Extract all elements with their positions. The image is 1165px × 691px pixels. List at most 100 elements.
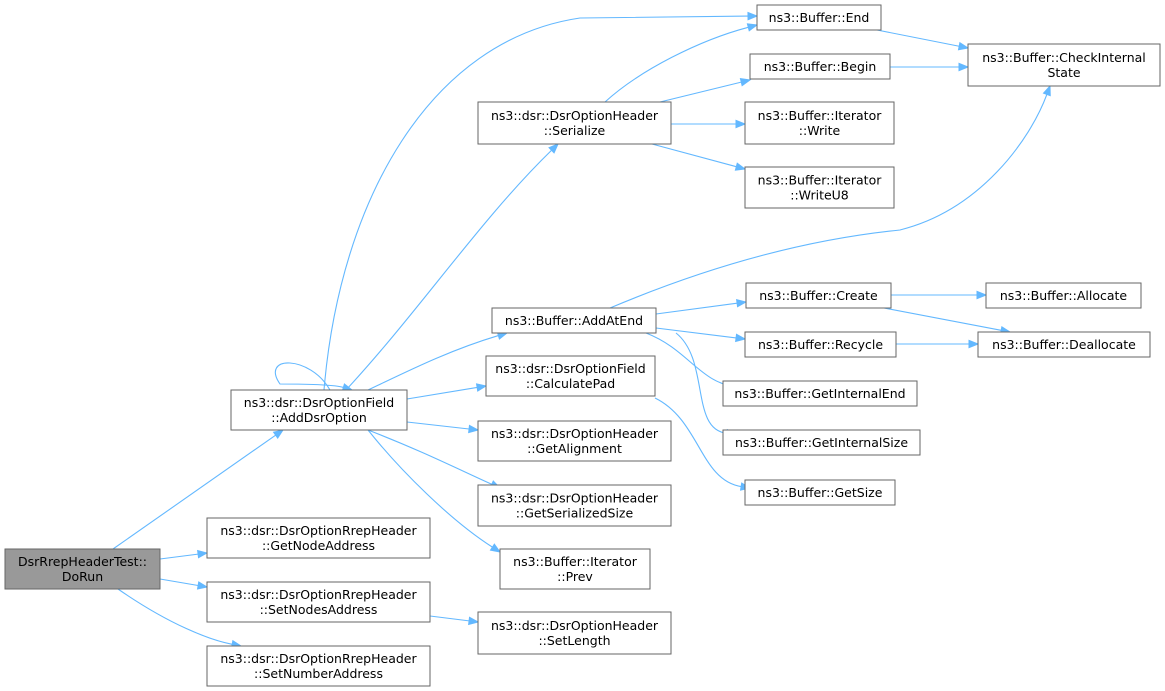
node-box — [230, 389, 408, 431]
node-label: ::SetNodesAddress — [260, 602, 378, 617]
node-getinternalsize[interactable]: ns3::Buffer::GetInternalSize — [722, 429, 921, 456]
node-label: ns3::Buffer::GetInternalSize — [735, 435, 908, 450]
edge-create-to-deallocate — [883, 307, 1012, 335]
edge-recycle-to-deallocate — [896, 339, 980, 349]
node-label: DsrRrepHeaderTest:: — [18, 554, 147, 569]
edge-line — [651, 143, 737, 168]
node-label: DoRun — [62, 569, 103, 584]
edge-arrowhead — [197, 549, 209, 559]
node-box — [977, 331, 1151, 358]
edge-line — [112, 434, 276, 550]
edge-line — [406, 421, 470, 430]
node-box — [477, 484, 672, 527]
node-label: ns3::dsr::DsrOptionHeader — [491, 491, 659, 506]
node-serialize[interactable]: ns3::dsr::DsrOptionHeader::Serialize — [477, 101, 672, 145]
node-addatend[interactable]: ns3::Buffer::AddAtEnd — [491, 307, 657, 334]
node-begin[interactable]: ns3::Buffer::Begin — [749, 53, 891, 80]
edge-serialize-to-iterwriteu8 — [651, 143, 747, 171]
edge-line — [323, 15, 749, 391]
node-box — [206, 645, 431, 687]
node-label: ns3::dsr::DsrOptionHeader — [491, 618, 659, 633]
node-box — [206, 581, 431, 623]
node-setnodesaddress[interactable]: ns3::dsr::DsrOptionRrepHeader::SetNodesA… — [206, 581, 431, 623]
node-label: ns3::Buffer::Recycle — [758, 337, 883, 352]
edge-arrowhead — [739, 78, 752, 87]
node-box — [967, 43, 1161, 87]
node-recycle[interactable]: ns3::Buffer::Recycle — [744, 331, 897, 358]
node-label: ::GetNodeAddress — [262, 538, 375, 553]
edge-serialize-to-end — [604, 23, 759, 103]
edge-addatend-to-checkinternalstate — [609, 84, 1051, 309]
edge-dorun-to-adddsroption — [112, 429, 285, 550]
edge-arrowhead — [734, 162, 747, 171]
edge-arrowhead — [958, 62, 970, 72]
node-box — [491, 307, 657, 334]
node-setlength[interactable]: ns3::dsr::DsrOptionHeader::SetLength — [477, 611, 672, 655]
edge-addatend-to-recycle — [655, 327, 747, 343]
edge-line — [655, 302, 738, 315]
edge-line — [345, 149, 552, 391]
call-nodes: DsrRrepHeaderTest::DoRunns3::dsr::DsrOpt… — [4, 4, 1161, 687]
node-getalignment[interactable]: ns3::dsr::DsrOptionHeader::GetAlignment — [477, 420, 672, 462]
edge-arrowhead — [736, 298, 748, 308]
edge-serialize-to-begin — [659, 78, 752, 103]
node-label: ns3::Buffer::Create — [759, 288, 878, 303]
node-box — [4, 548, 161, 590]
node-label: ::SetNumberAddress — [254, 666, 383, 681]
edge-adddsroption-to-serialize — [345, 143, 559, 391]
node-box — [499, 548, 651, 590]
node-calculatepad[interactable]: ns3::dsr::DsrOptionField::CalculatePad — [485, 355, 656, 397]
edge-serialize-to-iterwrite — [671, 119, 747, 129]
node-box — [749, 53, 891, 80]
edge-dorun-to-setnodesaddress — [159, 578, 209, 590]
node-allocate[interactable]: ns3::Buffer::Allocate — [985, 282, 1142, 309]
node-label: ns3::Buffer::Allocate — [1000, 288, 1128, 303]
node-box — [744, 166, 895, 209]
edge-line — [367, 429, 493, 485]
edge-arrowhead — [747, 11, 759, 21]
node-adddsroption[interactable]: ns3::dsr::DsrOptionField::AddDsrOption — [230, 389, 408, 431]
edge-adddsroption-to-calculatepad — [406, 383, 488, 400]
node-label: ns3::Buffer::GetSize — [758, 485, 883, 500]
edge-arrowhead — [272, 429, 285, 440]
node-label: ::Write — [799, 123, 841, 138]
node-box — [756, 4, 882, 31]
edge-adddsroption-to-end — [323, 11, 759, 391]
node-label: ns3::Buffer::End — [769, 10, 870, 25]
edge-arrowhead — [957, 41, 970, 51]
edge-line — [883, 307, 1002, 331]
node-label: ns3::Buffer::AddAtEnd — [505, 313, 643, 328]
node-iterwriteu8[interactable]: ns3::Buffer::Iterator::WriteU8 — [744, 166, 895, 209]
node-iterwrite[interactable]: ns3::Buffer::Iterator::Write — [744, 101, 895, 145]
node-box — [744, 101, 895, 145]
node-getserializedsize[interactable]: ns3::dsr::DsrOptionHeader::GetSerialized… — [477, 484, 672, 527]
node-box — [477, 420, 672, 462]
node-end[interactable]: ns3::Buffer::End — [756, 4, 882, 31]
edge-adddsroption-to-getalignment — [406, 421, 480, 434]
node-box — [985, 282, 1142, 309]
node-getinternalend[interactable]: ns3::Buffer::GetInternalEnd — [722, 380, 918, 407]
node-label: ::SetLength — [538, 633, 610, 648]
node-getnodeaddress[interactable]: ns3::dsr::DsrOptionRrepHeader::GetNodeAd… — [206, 517, 431, 559]
node-box — [722, 429, 921, 456]
edge-arrowhead — [475, 383, 488, 392]
node-box — [745, 282, 892, 309]
node-create[interactable]: ns3::Buffer::Create — [745, 282, 892, 309]
node-label: ns3::Buffer::Iterator — [513, 554, 638, 569]
node-setnumberaddress[interactable]: ns3::dsr::DsrOptionRrepHeader::SetNumber… — [206, 645, 431, 687]
edge-line — [429, 615, 470, 622]
edge-arrowhead — [1042, 84, 1051, 97]
node-iterprev[interactable]: ns3::Buffer::Iterator::Prev — [499, 548, 651, 590]
node-getsize[interactable]: ns3::Buffer::GetSize — [744, 479, 896, 506]
node-deallocate[interactable]: ns3::Buffer::Deallocate — [977, 331, 1151, 358]
edge-arrowhead — [196, 581, 209, 590]
node-label: ns3::Buffer::CheckInternal — [982, 50, 1146, 65]
edge-adddsroption-to-iterprev — [367, 429, 502, 553]
edge-line — [675, 332, 728, 434]
node-label: ns3::Buffer::GetInternalEnd — [734, 386, 905, 401]
edge-line — [659, 81, 742, 103]
node-dorun[interactable]: DsrRrepHeaderTest::DoRun — [4, 548, 161, 590]
node-label: ::AddDsrOption — [271, 410, 367, 425]
